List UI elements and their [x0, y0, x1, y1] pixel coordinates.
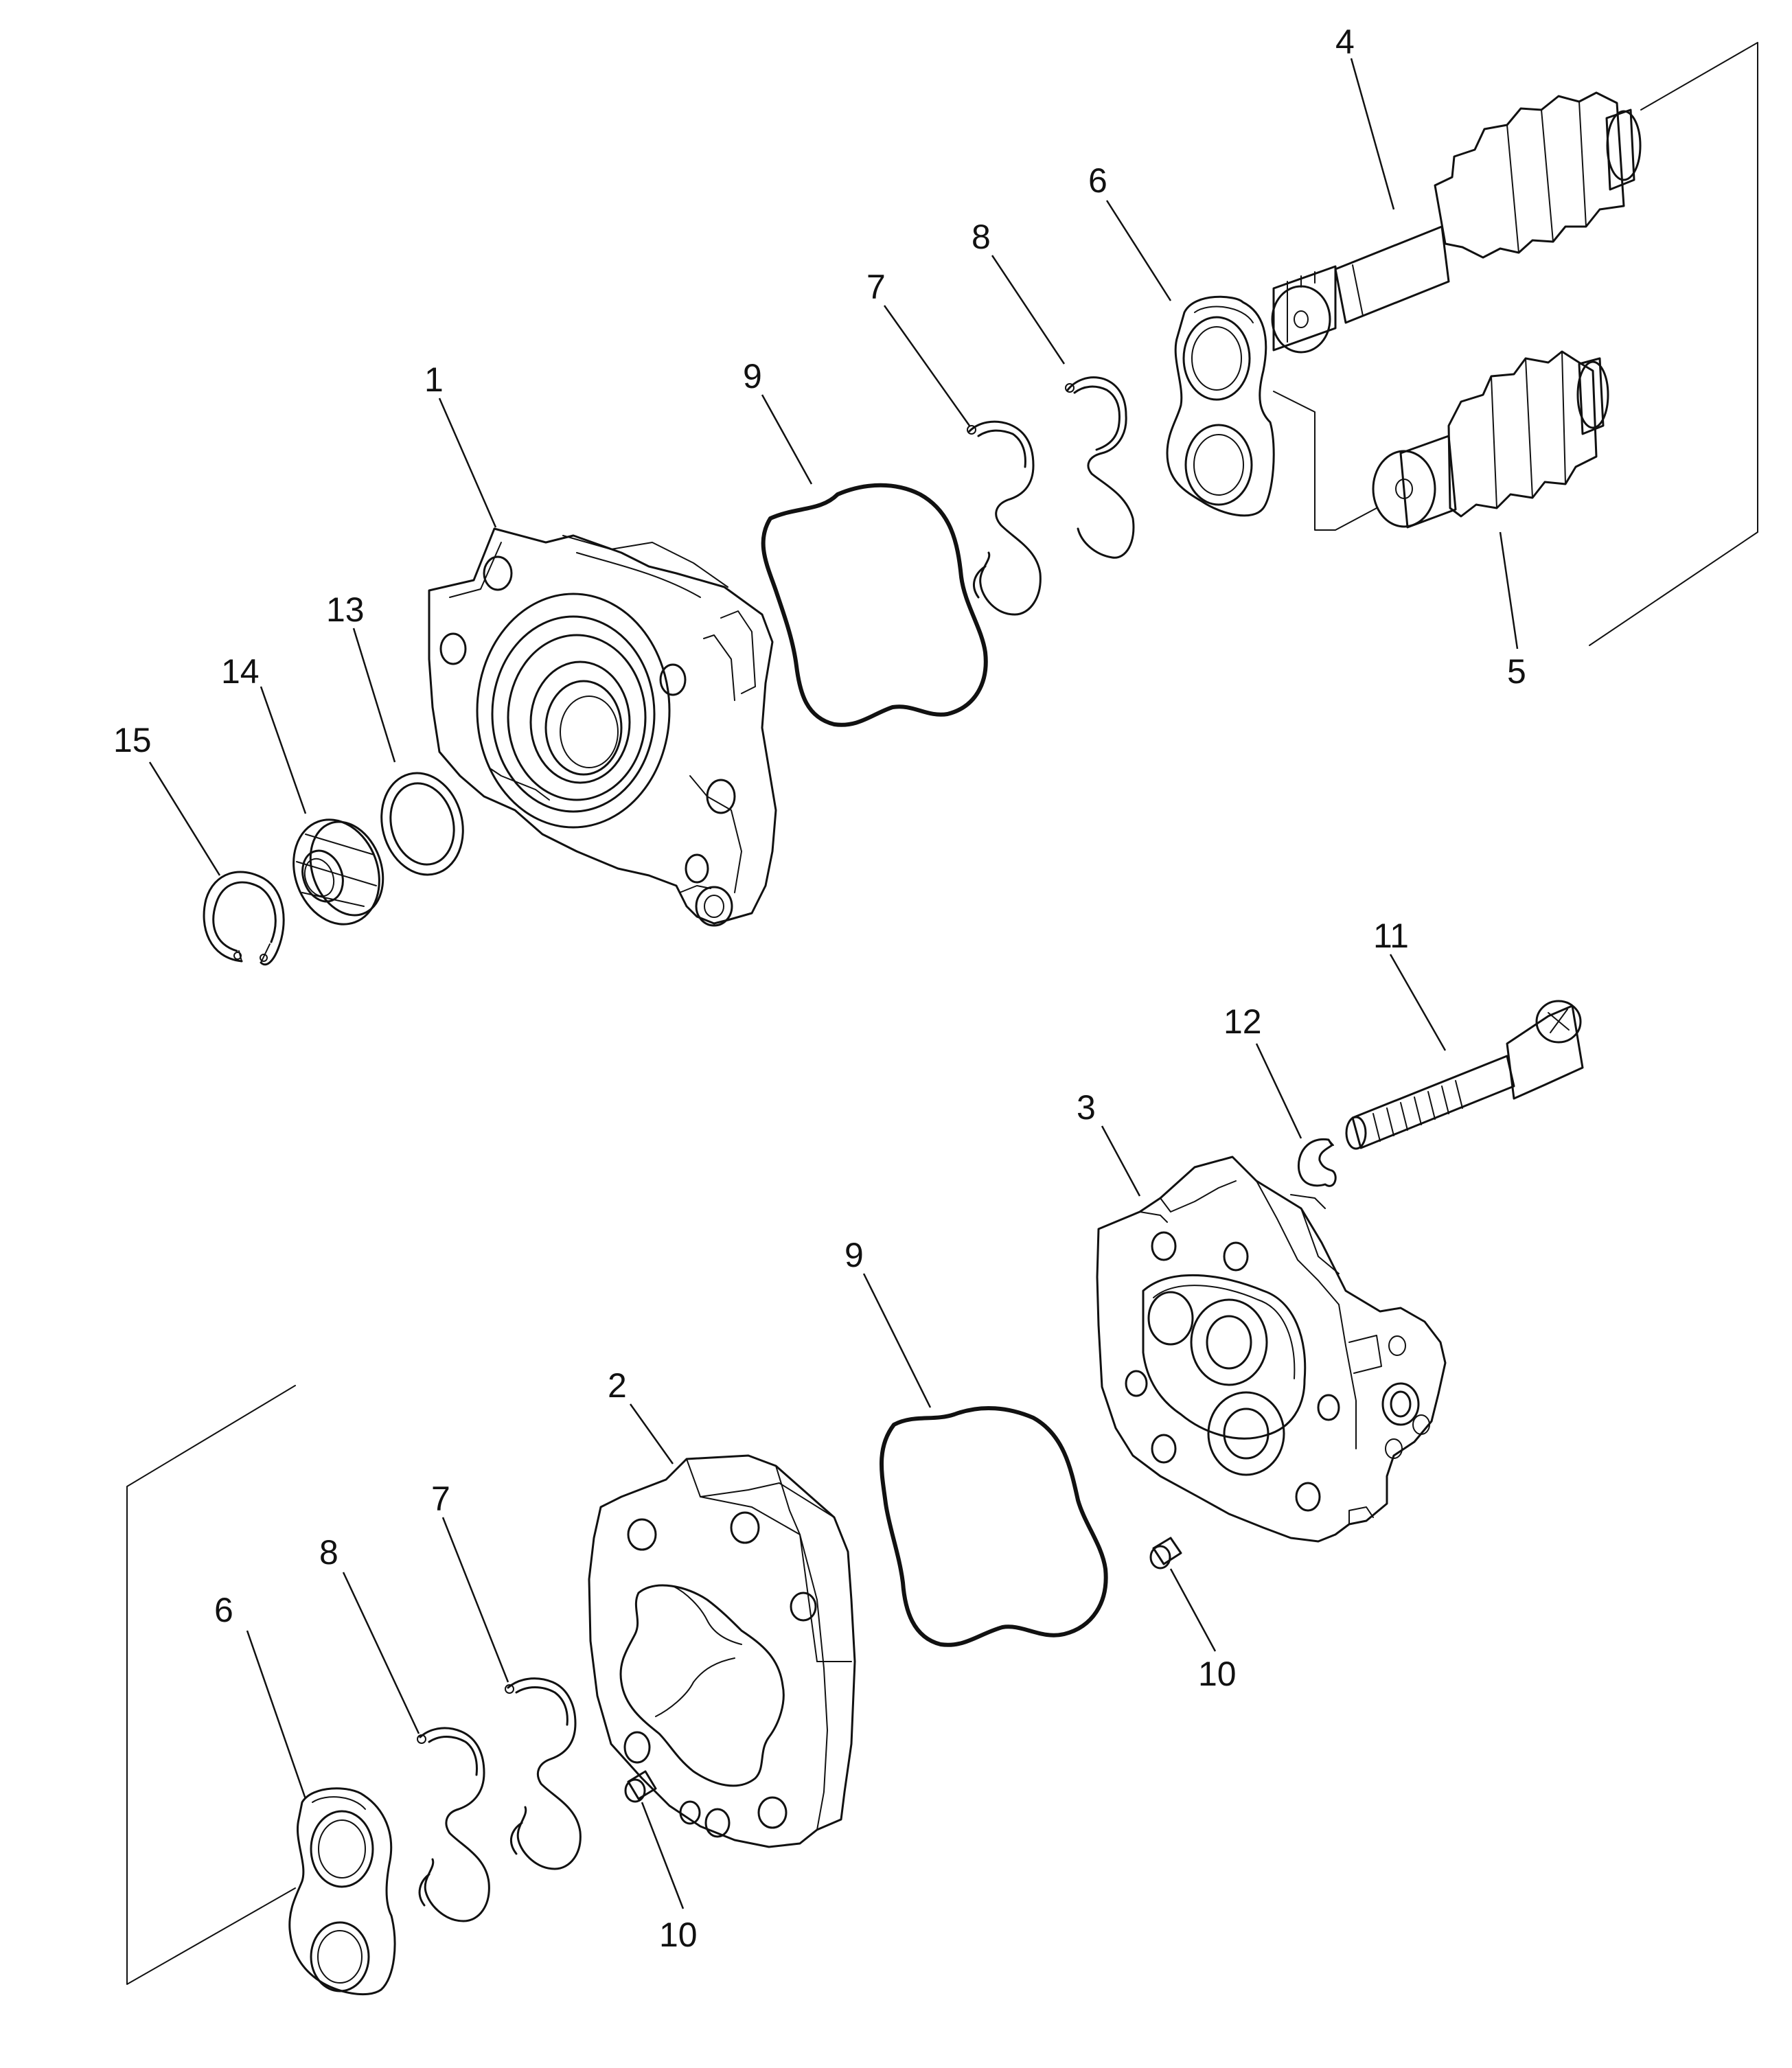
part-6-bushing-plate-upper — [1166, 295, 1275, 517]
callout-4: 4 — [1335, 23, 1355, 61]
callout-12: 12 — [1224, 1002, 1262, 1041]
gear-group-bracket-top — [1273, 42, 1758, 646]
part-10-dowel-pin-right — [1149, 1537, 1182, 1570]
callout-10-left: 10 — [659, 1916, 698, 1954]
part-3-rear-cover — [1096, 1156, 1447, 1543]
part-1-front-cover — [428, 527, 777, 927]
callout-9-lower: 9 — [845, 1236, 864, 1274]
part-14-oil-seal — [292, 818, 384, 926]
part-6-bushing-plate-lower — [288, 1787, 396, 1996]
callout-7-lower: 7 — [431, 1480, 450, 1518]
callout-13: 13 — [326, 590, 365, 629]
callout-1: 1 — [424, 360, 444, 399]
callout-10-right: 10 — [1198, 1655, 1237, 1693]
part-11-bolt — [1345, 1000, 1584, 1150]
callout-6-lower: 6 — [214, 1591, 233, 1629]
part-9-gasket-lower — [880, 1405, 1108, 1647]
part-8-seal-wire-upper — [1065, 376, 1135, 559]
bracket-bottom — [126, 1385, 296, 1985]
callout-15: 15 — [113, 721, 152, 759]
part-10-dowel-pin-left — [624, 1770, 657, 1803]
part-5-driven-gear — [1372, 350, 1609, 529]
part-15-snap-ring — [203, 871, 285, 966]
part-2-gear-housing — [588, 1454, 856, 1848]
callout-7-upper: 7 — [866, 268, 886, 306]
part-13-washer — [380, 772, 464, 876]
callout-8-lower: 8 — [319, 1533, 338, 1572]
part-8-seal-wire-lower — [417, 1727, 490, 1922]
callout-11: 11 — [1373, 917, 1409, 955]
part-4-drive-shaft — [1271, 91, 1642, 354]
part-7-seal-wire-upper — [967, 420, 1042, 616]
callout-14: 14 — [221, 652, 260, 691]
callout-labels: 4 5 6 8 7 9 1 13 14 15 11 12 3 9 2 10 7 … — [113, 23, 1526, 1954]
part-12-lock-washer — [1297, 1138, 1337, 1187]
callout-6-upper: 6 — [1088, 161, 1107, 200]
leader-lines — [148, 58, 1519, 1909]
callout-9-upper: 9 — [743, 357, 762, 395]
callout-3: 3 — [1077, 1088, 1096, 1127]
part-9-gasket-upper — [761, 483, 988, 727]
callout-2: 2 — [608, 1366, 627, 1405]
callout-5: 5 — [1507, 652, 1526, 691]
part-7-seal-wire-lower — [505, 1677, 582, 1870]
callout-8-upper: 8 — [972, 218, 991, 256]
